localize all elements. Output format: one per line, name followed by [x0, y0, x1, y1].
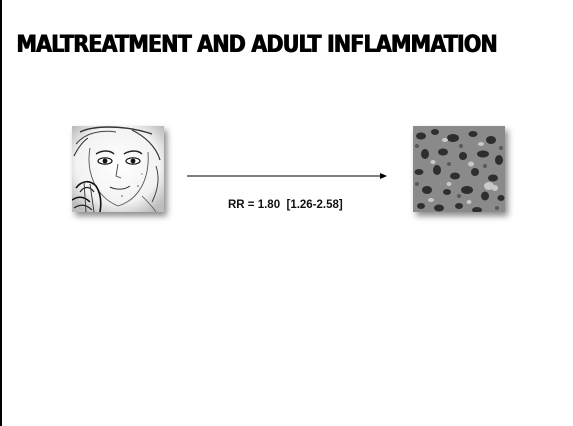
slide-title: MALTREATMENT AND ADULT INFLAMMATION: [16, 30, 497, 58]
arrow-right-icon: [187, 170, 387, 182]
tissue-micrograph-image: [413, 126, 505, 212]
child-sketch-image: [72, 126, 164, 212]
slide-left-border: [0, 0, 2, 426]
relative-risk-label: RR = 1.80 [1.26-2.58]: [228, 199, 343, 211]
